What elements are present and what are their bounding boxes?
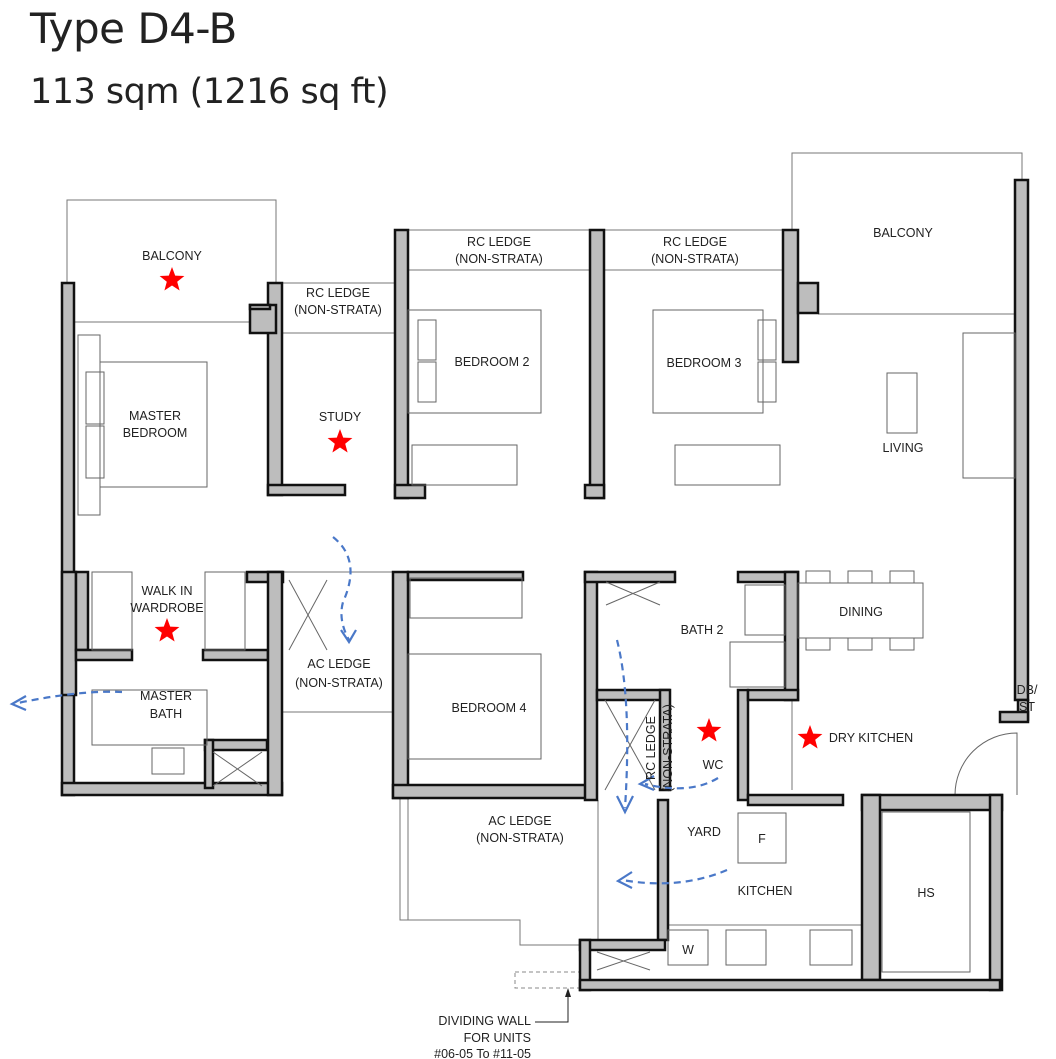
star-markers <box>154 267 823 749</box>
label-study: STUDY <box>319 410 362 424</box>
label-ac-ledge-1-sub: (NON-STRATA) <box>295 676 383 690</box>
label-rc-ledge-1-sub: (NON-STRATA) <box>294 303 382 317</box>
arrow-kitchen <box>621 868 728 885</box>
wall <box>203 738 215 790</box>
wall <box>736 688 750 802</box>
label-rc-ledge-vertical: RC LEDGE <box>644 716 658 780</box>
label-rc-ledge-2-sub: (NON-STRATA) <box>455 252 543 266</box>
wall <box>860 793 882 982</box>
wall <box>998 710 1030 724</box>
label-ac-ledge-2: AC LEDGE <box>488 814 551 828</box>
label-balcony-left: BALCONY <box>142 249 202 263</box>
wall <box>74 570 90 652</box>
star-icon <box>159 267 185 291</box>
wall <box>1013 178 1030 702</box>
wall <box>406 570 525 582</box>
wall <box>583 570 677 584</box>
wall <box>656 798 670 942</box>
label-rc-ledge-vertical-sub: (NON-STRATA) <box>661 704 675 792</box>
wall <box>783 570 800 702</box>
label-living: LIVING <box>883 441 924 455</box>
wall <box>266 483 347 497</box>
label-kitchen: KITCHEN <box>738 884 793 898</box>
arrow-wc <box>644 777 719 790</box>
star-icon <box>696 718 722 742</box>
label-rc-ledge-3: RC LEDGE <box>663 235 727 249</box>
plan-area: 113 sqm (1216 sq ft) <box>30 72 389 112</box>
wall <box>746 793 845 807</box>
star-icon <box>327 429 353 453</box>
wall <box>796 281 820 315</box>
label-hs: HS <box>917 886 934 900</box>
wall <box>583 570 599 802</box>
label-walk-in-wardrobe-sub: WARDROBE <box>130 601 203 615</box>
wall <box>201 648 270 662</box>
wall <box>595 688 671 702</box>
star-icon <box>154 618 180 642</box>
label-fridge: F <box>758 832 766 846</box>
label-master-bedroom-sub: BEDROOM <box>123 426 188 440</box>
label-master-bath-sub: BATH <box>150 707 182 721</box>
label-rc-ledge-3-sub: (NON-STRATA) <box>651 252 739 266</box>
label-washer: W <box>682 943 694 957</box>
wall <box>746 688 800 702</box>
wall <box>583 483 606 500</box>
wall <box>391 783 595 800</box>
label-bath2: BATH 2 <box>681 623 724 637</box>
label-dividing-wall-range: #06-05 To #11-05 <box>434 1047 531 1059</box>
wall <box>588 228 606 500</box>
plan-title: Type D4-B <box>30 4 237 53</box>
label-walk-in-wardrobe: WALK IN <box>142 584 193 598</box>
wall <box>248 303 272 311</box>
star-icon <box>797 725 823 749</box>
label-bedroom3: BEDROOM 3 <box>666 356 741 370</box>
arrow-ac-ledge <box>332 536 352 641</box>
wall <box>266 570 284 797</box>
label-bedroom2: BEDROOM 2 <box>454 355 529 369</box>
label-yard: YARD <box>687 825 721 839</box>
label-master-bath: MASTER <box>140 689 192 703</box>
wall <box>781 228 800 364</box>
label-dining: DINING <box>839 605 883 619</box>
wall <box>658 688 672 792</box>
wall <box>578 978 1002 992</box>
label-dry-kitchen: DRY KITCHEN <box>829 731 913 745</box>
wall <box>391 570 410 800</box>
outlines <box>66 152 1023 1023</box>
wall <box>60 781 284 797</box>
wall <box>203 738 269 752</box>
label-ac-ledge-2-sub: (NON-STRATA) <box>476 831 564 845</box>
label-bedroom4: BEDROOM 4 <box>451 701 526 715</box>
label-db-st: DB/ <box>1017 683 1038 697</box>
room-labels: BALCONY BALCONY RC LEDGE (NON-STRATA) RC… <box>123 226 1038 1059</box>
label-wc: WC <box>703 758 724 772</box>
furniture <box>77 309 1016 973</box>
wall <box>393 483 427 500</box>
label-dividing-wall-units: FOR UNITS <box>464 1031 531 1045</box>
wall <box>74 648 134 662</box>
wall <box>60 570 78 697</box>
wall <box>393 228 410 500</box>
arrow-rc-ledge <box>615 639 629 809</box>
label-balcony-right: BALCONY <box>873 226 933 240</box>
direction-arrows <box>9 536 728 889</box>
label-db-st-sub: ST <box>1019 700 1035 714</box>
wall <box>578 938 667 952</box>
wall <box>988 793 1004 992</box>
label-rc-ledge-2: RC LEDGE <box>467 235 531 249</box>
label-master-bedroom: MASTER <box>129 409 181 423</box>
walls <box>60 178 1030 992</box>
wall <box>860 793 1004 812</box>
label-rc-ledge-1: RC LEDGE <box>306 286 370 300</box>
label-ac-ledge-1: AC LEDGE <box>307 657 370 671</box>
label-dividing-wall: DIVIDING WALL <box>438 1014 531 1028</box>
wall <box>60 281 76 797</box>
